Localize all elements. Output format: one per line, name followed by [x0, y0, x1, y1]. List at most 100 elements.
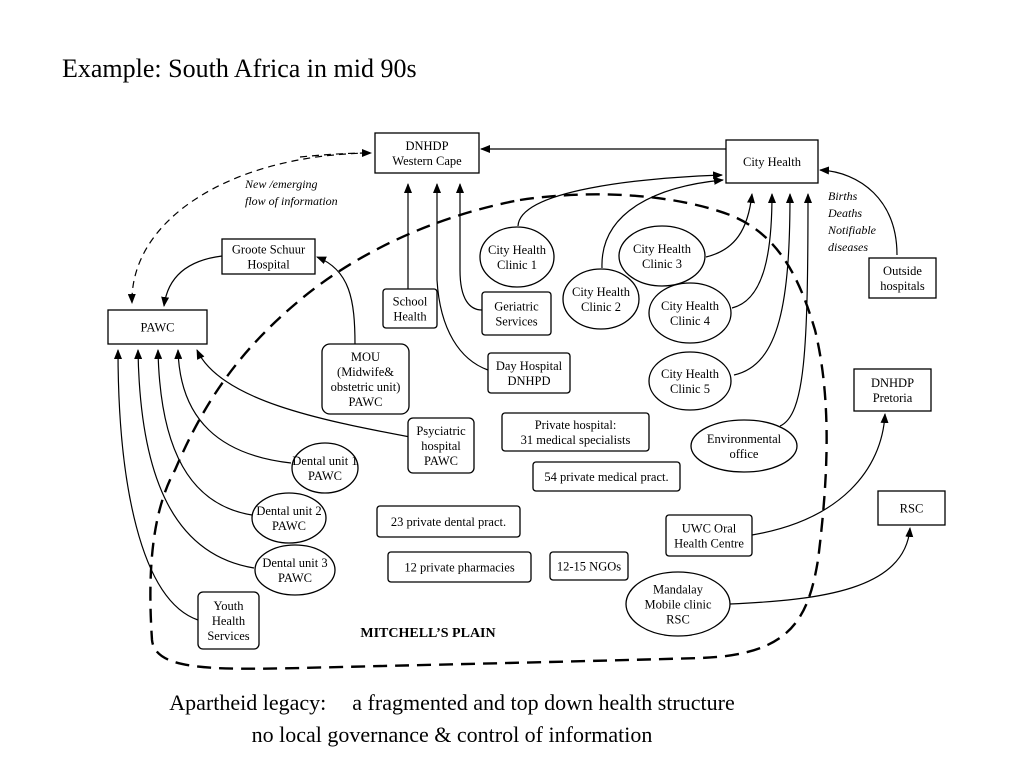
info-flow-label-1: New /emerging	[244, 177, 318, 191]
notification-label-2: Deaths	[827, 206, 862, 220]
node-shape	[291, 442, 359, 494]
node-shape	[487, 352, 571, 394]
node-shape	[690, 419, 798, 473]
node-label: Pretoria	[873, 391, 913, 405]
node-shape	[562, 268, 640, 330]
node-label: Services	[207, 629, 249, 643]
node-label: City Health	[633, 242, 692, 256]
node-label: City Health	[743, 155, 802, 169]
node-shape	[868, 257, 937, 299]
node-label: PAWC	[272, 519, 306, 533]
node-label: (Midwife&	[337, 365, 394, 379]
node-shape	[853, 368, 932, 412]
node-label: City Health	[488, 243, 547, 257]
node-private-hospital: Private hospital:31 medical specialists	[501, 412, 650, 452]
node-pawc: PAWC	[107, 309, 208, 345]
node-label: City Health	[572, 285, 631, 299]
node-label: Clinic 2	[581, 300, 621, 314]
node-label: RSC	[666, 612, 690, 626]
node-label: Day Hospital	[496, 359, 563, 373]
node-label: Mobile clinic	[645, 597, 712, 611]
node-ngos: 12-15 NGOs	[549, 551, 629, 581]
node-pharmacies: 12 private pharmacies	[387, 551, 532, 583]
node-label: office	[730, 447, 759, 461]
node-shape	[251, 492, 327, 544]
node-label: Dental unit 1	[292, 454, 357, 468]
node-label: Dental unit 2	[256, 504, 321, 518]
node-label: Environmental	[707, 432, 782, 446]
node-shape	[221, 238, 316, 275]
node-shape	[648, 282, 732, 344]
node-label: Clinic 5	[670, 382, 710, 396]
footer-line-1: Apartheid legacy:a fragmented and top do…	[0, 690, 904, 716]
node-label: Mandalay	[653, 582, 704, 596]
footer-line-1-left: Apartheid legacy:	[169, 690, 327, 715]
node-shape	[481, 291, 552, 336]
node-label: Western Cape	[392, 154, 462, 168]
node-label: School	[393, 294, 428, 308]
node-label: Services	[495, 314, 537, 328]
node-label: 23 private dental pract.	[391, 515, 506, 529]
node-label: hospitals	[880, 279, 925, 293]
node-label: Dental unit 3	[262, 556, 327, 570]
node-shape	[407, 417, 475, 474]
node-label: Clinic 3	[642, 257, 682, 271]
node-label: Groote Schuur	[232, 242, 306, 256]
node-shape	[648, 351, 732, 411]
node-label: Outside	[883, 264, 922, 278]
footer-line-2: no local governance & control of informa…	[251, 722, 653, 747]
node-label: Psyciatric	[416, 424, 466, 438]
node-label: DNHPD	[507, 374, 550, 388]
node-label: Health Centre	[674, 536, 744, 550]
node-label: DNHDP	[405, 139, 448, 153]
node-shape	[877, 490, 946, 526]
node-shape	[387, 551, 532, 583]
node-label: 12 private pharmacies	[404, 560, 515, 574]
node-label: PAWC	[349, 395, 383, 409]
node-label: Clinic 4	[670, 314, 711, 328]
node-label: 31 medical specialists	[521, 433, 631, 447]
node-label: City Health	[661, 367, 720, 381]
node-label: RSC	[900, 501, 924, 515]
node-shape	[618, 225, 706, 287]
node-shape	[479, 226, 555, 288]
node-label: PAWC	[141, 320, 175, 334]
node-shape	[665, 514, 753, 557]
node-shape	[197, 591, 260, 650]
node-label: MOU	[351, 350, 380, 364]
node-city-health: City Health	[725, 139, 819, 184]
node-shape	[382, 288, 438, 329]
node-label: DNHDP	[871, 376, 914, 390]
node-label: hospital	[421, 439, 461, 453]
info-flow-label-2: flow of information	[245, 194, 338, 208]
node-shape	[374, 132, 480, 174]
node-label: Health	[212, 614, 246, 628]
node-shape	[254, 544, 336, 596]
mitchells-plain-boundary	[149, 193, 828, 670]
node-label: 54 private medical pract.	[544, 470, 668, 484]
node-label: Hospital	[247, 257, 290, 271]
node-shape	[107, 309, 208, 345]
node-label: 12-15 NGOs	[557, 559, 621, 573]
node-label: PAWC	[278, 571, 312, 585]
node-shape	[725, 139, 819, 184]
node-private-medical: 54 private medical pract.	[532, 461, 681, 492]
